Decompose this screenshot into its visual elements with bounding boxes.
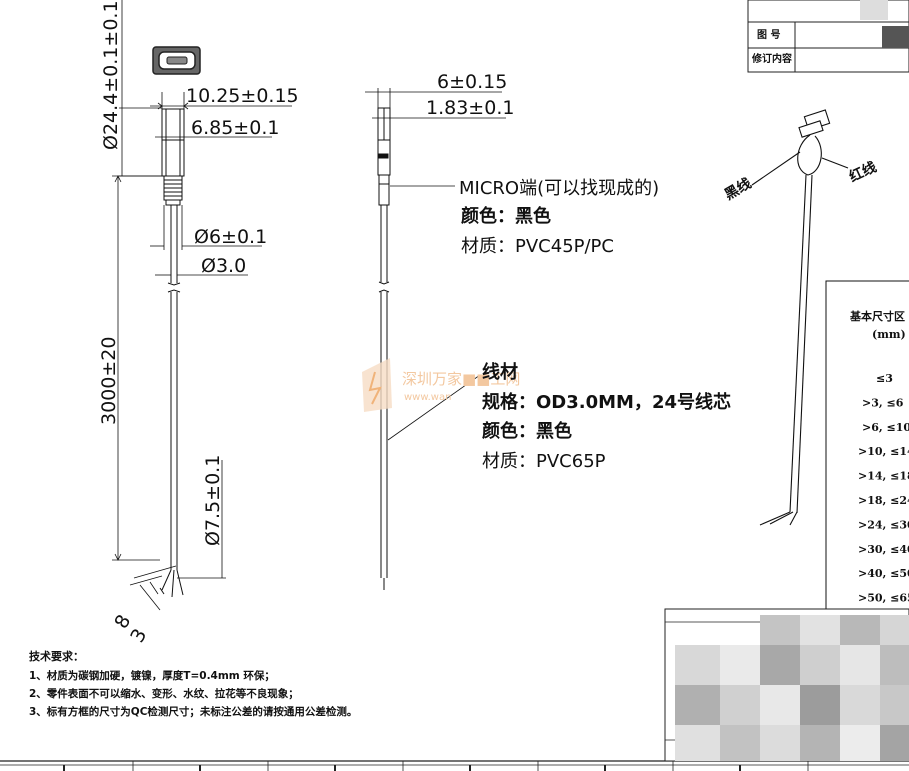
front-view-dimension-lines bbox=[112, 0, 292, 610]
title-block-drawing-no: 图 号 bbox=[757, 29, 780, 41]
tolerance-table-row: >24, ≤30 bbox=[858, 518, 909, 531]
callout-wire-material: 材质：PVC65P bbox=[482, 451, 606, 472]
title-block bbox=[748, 0, 909, 72]
dimension-side-thickness: 1.83±0.1 bbox=[426, 97, 514, 119]
tolerance-table-row: >6, ≤10 bbox=[862, 421, 909, 434]
tolerance-table bbox=[826, 281, 909, 611]
callout-wire-spec: 规格：OD3.0MM，24号线芯 bbox=[482, 391, 731, 413]
note-item-2: 2、零件表面不可以缩水、变形、水纹、拉花等不良现象； bbox=[29, 687, 299, 700]
callout-micro-material: 材质：PVC45P/PC bbox=[461, 236, 614, 257]
note-item-3: 3、标有方框的尺寸为QC检测尺寸；未标注公差的请按通用公差检测。 bbox=[29, 705, 357, 718]
tolerance-table-unit: (mm) bbox=[872, 328, 906, 341]
callout-micro-title: MICRO端(可以找现成的) bbox=[459, 178, 659, 199]
callout-wire-title: 线材 bbox=[482, 361, 518, 383]
callout-wire-color: 颜色：黑色 bbox=[482, 420, 572, 442]
front-view-cable bbox=[160, 109, 184, 597]
dimension-total-length: 3000±20 bbox=[98, 337, 120, 425]
side-view-dimension-lines bbox=[365, 88, 506, 440]
dimension-width-inner: 6.85±0.1 bbox=[191, 117, 279, 139]
perspective-cable bbox=[752, 110, 848, 525]
tolerance-table-row: >3, ≤6 bbox=[862, 396, 904, 409]
dimension-side-width: 6±0.15 bbox=[437, 71, 507, 93]
watermark-logo bbox=[362, 358, 392, 412]
dimension-dia-mold: Ø6±0.1 bbox=[194, 226, 267, 248]
wire-label-black: 黑线 bbox=[722, 175, 755, 204]
callout-micro-color: 颜色：黑色 bbox=[461, 205, 551, 227]
dimension-strip-b: 3 bbox=[126, 625, 151, 646]
watermark-text-en: www.wan bbox=[404, 392, 451, 403]
wire-label-red: 红线 bbox=[847, 158, 880, 185]
dimension-connector-length: Ø24.4±0.1±0.15 bbox=[100, 0, 122, 150]
tolerance-table-row: >18, ≤24 bbox=[858, 494, 909, 507]
tolerance-table-row: ≤3 bbox=[876, 372, 893, 385]
tolerance-table-row: >30, ≤40 bbox=[858, 543, 909, 556]
drawing-frame bbox=[0, 761, 909, 771]
tolerance-table-row: >50, ≤65 bbox=[858, 592, 909, 605]
tolerance-table-header: 基本尺寸区 bbox=[849, 309, 905, 323]
note-item-1: 1、材质为碳钢加硬，镀镍，厚度T=0.4mm 环保； bbox=[29, 669, 275, 682]
bottom-title-block bbox=[665, 609, 909, 761]
title-block-revision: 修订内容 bbox=[751, 52, 792, 65]
dimension-strip-length: Ø7.5±0.1 bbox=[202, 455, 224, 546]
tolerance-table-row: >40, ≤50 bbox=[858, 567, 909, 580]
side-view-cable bbox=[378, 108, 390, 590]
tolerance-table-rows: ≤3 >3, ≤6 >6, ≤10 >10, ≤14 >14, ≤18 >18, ≤24 >… bbox=[858, 372, 909, 605]
notes-title: 技术要求： bbox=[29, 649, 84, 663]
tolerance-table-row: >14, ≤18 bbox=[858, 470, 909, 483]
dimension-width-outer: 10.25±0.15 bbox=[186, 85, 299, 107]
micro-usb-end-icon bbox=[153, 47, 200, 74]
tolerance-table-row: >10, ≤14 bbox=[858, 445, 909, 458]
watermark-text-cn: 深圳万家■■工网 bbox=[402, 370, 520, 388]
dimension-dia-cable: Ø3.0 bbox=[201, 255, 246, 277]
